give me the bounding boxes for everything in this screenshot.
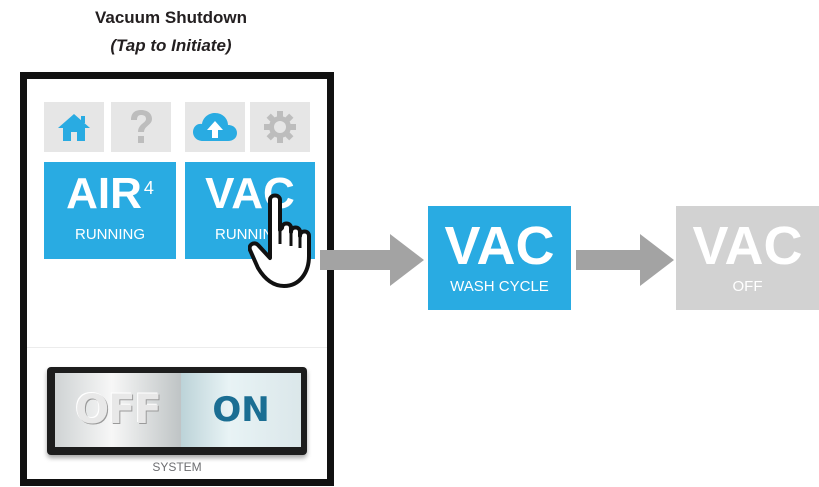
- home-button[interactable]: [44, 102, 104, 152]
- settings-button[interactable]: [250, 102, 310, 152]
- gear-icon: [264, 111, 296, 143]
- divider: [27, 347, 327, 348]
- system-label: SYSTEM: [152, 460, 202, 474]
- state-label: VAC: [444, 216, 555, 276]
- state-label: VAC: [692, 216, 803, 276]
- state-status: WASH CYCLE: [450, 278, 549, 295]
- caption-title: Vacuum Shutdown: [94, 8, 248, 27]
- tap-hand-icon: [248, 193, 311, 288]
- state-off: VAC OFF: [676, 206, 819, 310]
- arrow-right-icon: [576, 234, 674, 286]
- home-icon: [58, 114, 90, 141]
- air-tile-superscript: 4: [143, 178, 154, 198]
- state-status: OFF: [732, 278, 763, 295]
- caption-subtitle: (Tap to Initiate): [110, 36, 232, 55]
- state-wash-cycle: VAC WASH CYCLE: [428, 206, 571, 310]
- arrow-right-icon: [320, 234, 424, 286]
- help-button[interactable]: [111, 102, 171, 152]
- system-switch[interactable]: OFF ON: [47, 367, 307, 455]
- cloud-upload-button[interactable]: [185, 102, 245, 152]
- air-tile-status: RUNNING: [75, 226, 145, 243]
- help-icon: [131, 110, 152, 143]
- switch-on-side[interactable]: ON: [181, 373, 301, 447]
- switch-off-side[interactable]: OFF: [55, 373, 181, 447]
- vac-tile-status: RUNNING: [215, 226, 285, 243]
- cloud-upload-icon: [193, 113, 237, 141]
- vac-tile[interactable]: VAC RUNNING: [185, 162, 315, 259]
